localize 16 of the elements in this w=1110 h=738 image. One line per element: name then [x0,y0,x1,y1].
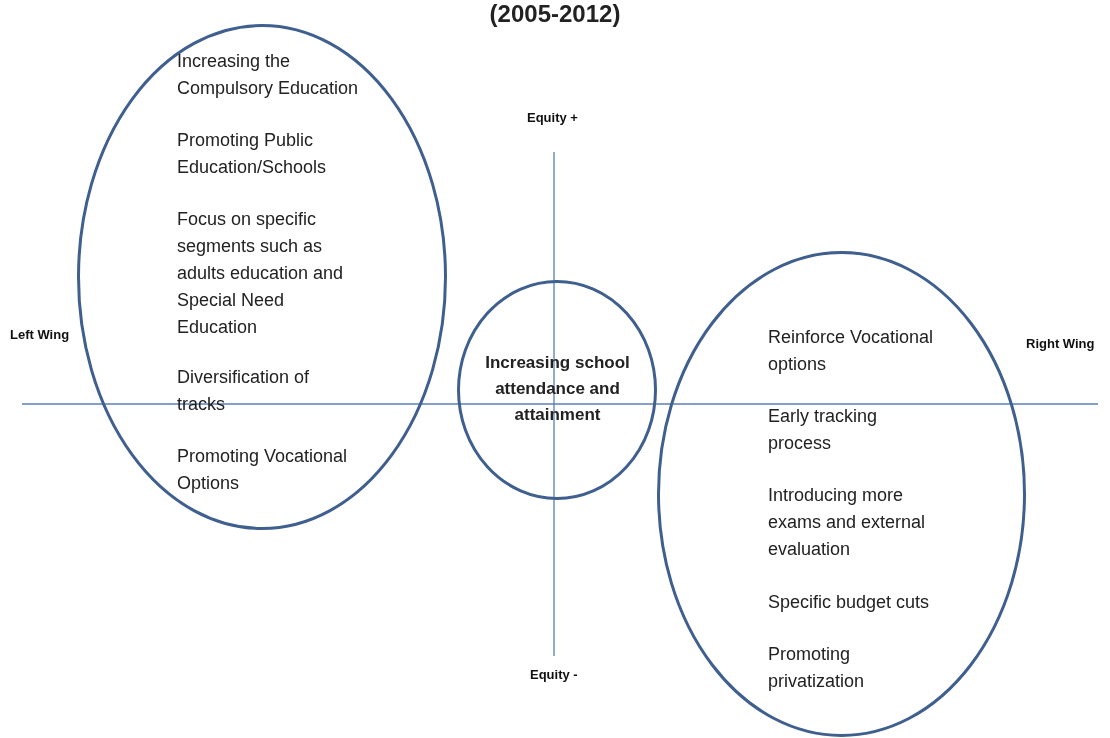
policy-text: Increasing the Compulsory Education [177,50,360,100]
policy-text: Specific budget cuts [768,591,931,614]
equity-minus-label: Equity - [530,667,578,682]
right-wing-label: Right Wing [1026,336,1095,351]
central-statement: Increasing school attendance and attainment [484,352,631,426]
policy-text: Focus on specific segments such as adults education and Special Need Education [177,208,345,339]
policy-text: Reinforce Vocational options [768,326,935,376]
title: (2005-2012) [488,0,622,28]
equity-plus-label: Equity + [527,110,578,125]
policy-text: Promoting Vocational Options [177,445,349,495]
policy-text: Promoting privatization [768,643,866,693]
policy-text: Diversification of tracks [177,366,311,416]
policy-text: Early tracking process [768,405,879,455]
policy-text: Promoting Public Education/Schools [177,129,328,179]
left-wing-label: Left Wing [10,327,70,342]
policy-text: Introducing more exams and external evaluation [768,484,927,561]
